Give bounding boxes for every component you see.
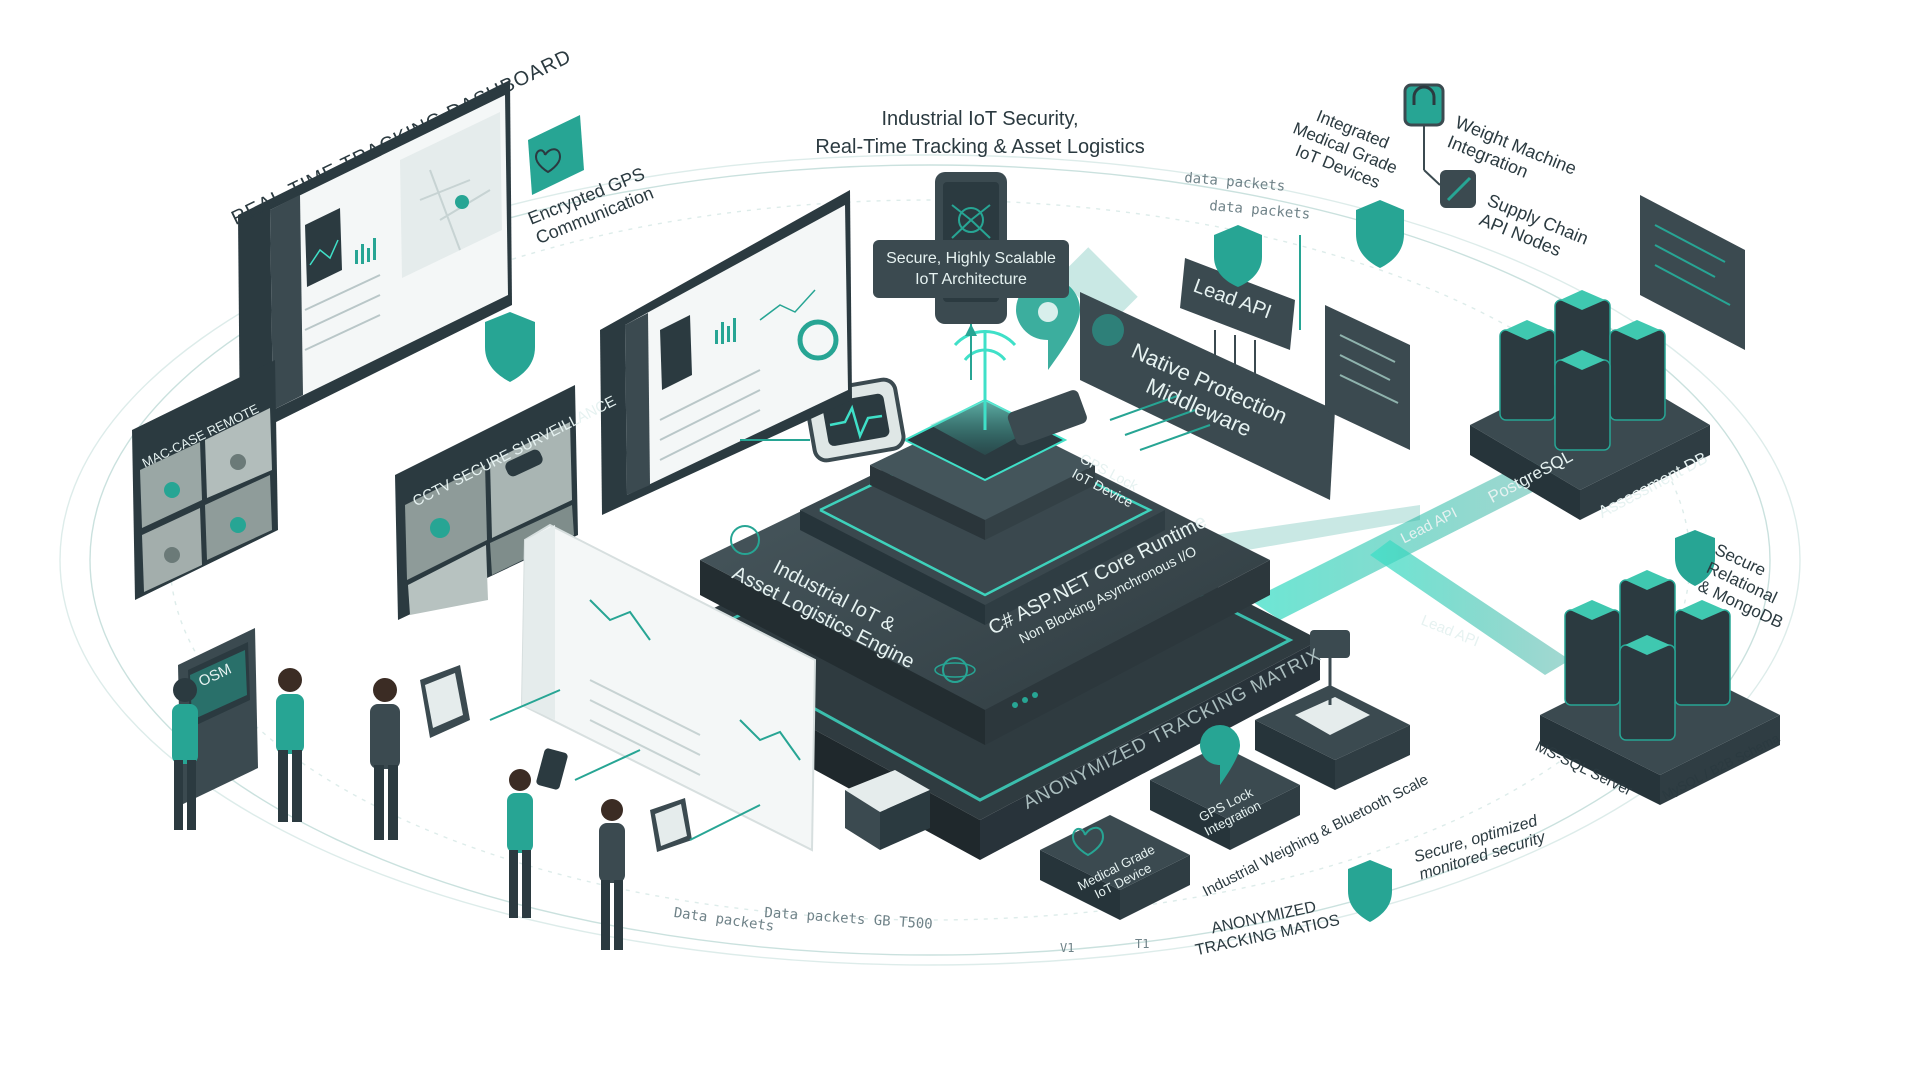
native-protection-panel — [1080, 292, 1335, 500]
main-title-line1: Industrial IoT Security, — [881, 108, 1079, 130]
operations-panel — [520, 523, 817, 852]
gps-pin-icon — [1007, 278, 1087, 446]
device-tiles — [1040, 630, 1410, 920]
osm-kiosk — [178, 628, 258, 805]
shield-icon-left — [485, 312, 535, 382]
tick-t1-label: T1 — [1135, 937, 1150, 951]
shield-icon-right — [1356, 200, 1404, 268]
code-panel-right — [1640, 195, 1745, 350]
atom-icon — [942, 657, 968, 683]
secure-arch-line1: Secure, Highly Scalable — [886, 250, 1056, 267]
db-stack-mssql — [1540, 570, 1780, 805]
brain-icon — [730, 525, 760, 555]
code-panel-mid — [1325, 305, 1410, 450]
central-platform — [650, 247, 1320, 860]
heart-shield-icon — [528, 115, 584, 195]
lead-api-sign — [1180, 225, 1295, 375]
shield-icon-bottom — [1348, 860, 1392, 922]
supply-chain-icon — [1440, 170, 1476, 208]
cctv-camera-icon — [505, 449, 543, 477]
main-title-line2: Real-Time Tracking & Asset Logistics — [815, 136, 1145, 158]
shield-icon-db — [1675, 530, 1715, 586]
remote-video-panel — [132, 360, 278, 600]
db-stack-postgres — [1470, 290, 1710, 520]
main-title: Industrial IoT Security, Real-Time Track… — [760, 105, 1200, 161]
operators-group — [172, 665, 692, 950]
receipt-printer — [845, 770, 930, 850]
realtime-dashboard-panel — [238, 80, 512, 440]
tick-v1-label: V1 — [1060, 941, 1075, 955]
secure-arch-label: Secure, Highly Scalable IoT Architecture — [873, 248, 1069, 290]
flow-arrows — [489, 235, 1301, 841]
analytics-dashboard-panel — [600, 190, 852, 515]
secure-arch-line2: IoT Architecture — [915, 271, 1027, 288]
secure-arch-box — [873, 240, 1069, 298]
lock-icon — [1403, 83, 1445, 127]
